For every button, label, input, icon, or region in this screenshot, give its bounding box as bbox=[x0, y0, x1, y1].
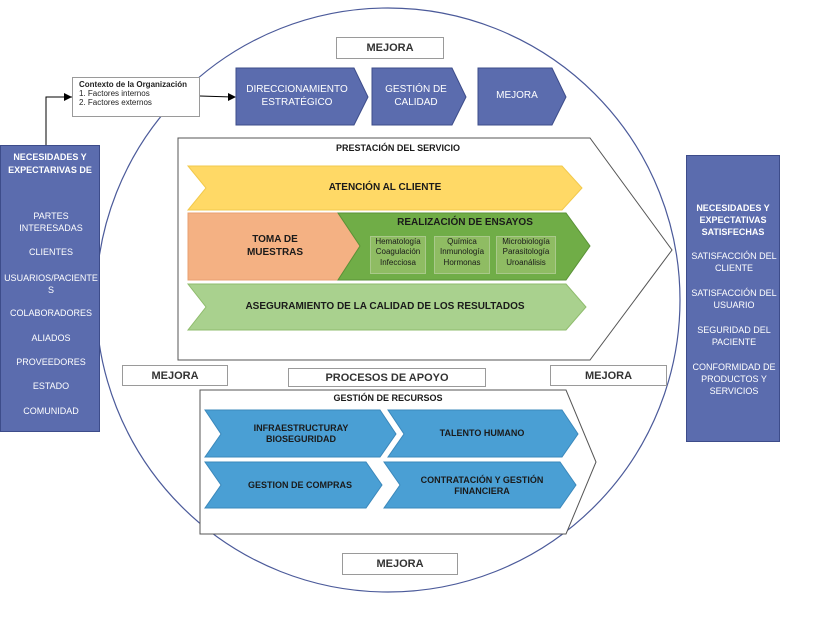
left-panel-title: NECESIDADES Y EXPECTARIVAS DE bbox=[8, 152, 92, 175]
left-item: USUARIOS/PACIENTES bbox=[4, 273, 98, 295]
service-title: PRESTACIÓN DEL SERVICIO bbox=[335, 143, 461, 154]
left-item: ALIADOS bbox=[31, 333, 71, 343]
process-direccionamiento: DIRECCIONAMIENTO ESTRATÉGICO bbox=[246, 84, 348, 108]
toma-label: TOMA DE MUESTRAS bbox=[246, 234, 304, 258]
support-chevron-4 bbox=[383, 461, 577, 509]
top-chevron-3 bbox=[477, 67, 567, 126]
ensayo-item: Hormonas bbox=[443, 257, 481, 267]
right-item: SATISFACCIÓN DEL CLIENTE bbox=[691, 251, 777, 273]
support-title: PROCESOS DE APOYO bbox=[288, 368, 486, 387]
ensayo-item: Hematología bbox=[375, 237, 421, 246]
ensayo-group-1: Hematología Coagulación Infecciosa bbox=[370, 236, 426, 274]
support-talento: TALENTO HUMANO bbox=[439, 428, 525, 439]
ensayo-group-2: Química Inmunología Hormonas bbox=[434, 236, 490, 274]
left-item: CLIENTES bbox=[28, 247, 73, 257]
connector-left-to-context bbox=[45, 96, 72, 145]
left-item: COLABORADORES bbox=[9, 308, 93, 318]
connector-context-to-process bbox=[199, 95, 233, 98]
support-subtitle: GESTIÓN DE RECURSOS bbox=[333, 393, 443, 404]
ensayo-item: Microbiología bbox=[502, 237, 550, 246]
top-chevron-1 bbox=[235, 67, 369, 126]
ensayo-item: Parasitología bbox=[502, 247, 550, 257]
right-panel-title: NECESIDADES Y EXPECTATIVAS SATISFECHAS bbox=[696, 203, 770, 237]
right-item: CONFORMIDAD DE PRODUCTOS Y SERVICIOS bbox=[692, 362, 776, 396]
left-item: PROVEEDORES bbox=[16, 357, 86, 367]
mejora-label-right: MEJORA bbox=[550, 365, 667, 386]
ensayo-item: Química bbox=[447, 237, 477, 246]
arrowhead-context bbox=[64, 93, 72, 101]
left-item: COMUNIDAD bbox=[23, 406, 79, 416]
right-item: SATISFACCIÓN DEL USUARIO bbox=[691, 288, 777, 310]
right-item: SEGURIDAD DEL PACIENTE bbox=[697, 325, 771, 347]
atencion-arrow bbox=[186, 165, 583, 211]
right-satisfaction-panel: NECESIDADES Y EXPECTATIVAS SATISFECHAS S… bbox=[686, 155, 780, 442]
ensayo-item: Uroanálisis bbox=[506, 257, 546, 267]
context-item: 1. Factores internos bbox=[79, 89, 150, 98]
support-contratacion: CONTRATACIÓN Y GESTIÓN FINANCIERA bbox=[420, 474, 544, 496]
atencion-label: ATENCIÓN AL CLIENTE bbox=[328, 181, 442, 193]
ensayo-item: Inmunología bbox=[439, 247, 485, 257]
context-item: 2. Factores externos bbox=[79, 98, 152, 107]
support-chevron-3 bbox=[204, 461, 383, 509]
mejora-label-left: MEJORA bbox=[122, 365, 228, 386]
left-item: ESTADO bbox=[32, 381, 70, 391]
support-compras: GESTION DE COMPRAS bbox=[247, 480, 352, 491]
left-item: PARTES INTERESADAS bbox=[19, 211, 83, 233]
left-stakeholder-panel: NECESIDADES Y EXPECTARIVAS DE PARTES INT… bbox=[0, 145, 100, 432]
process-gestion-calidad: GESTIÓN DE CALIDAD bbox=[385, 84, 447, 108]
mejora-label-bottom: MEJORA bbox=[342, 553, 458, 575]
process-mejora: MEJORA bbox=[496, 90, 538, 102]
context-title: Contexto de la Organización bbox=[79, 80, 188, 89]
support-chevron-2 bbox=[387, 409, 579, 458]
ensayo-item: Infecciosa bbox=[379, 257, 417, 267]
aseguramiento-arrow bbox=[186, 283, 587, 331]
support-chevron-1 bbox=[204, 409, 397, 458]
ensayo-group-3: Microbiología Parasitología Uroanálisis bbox=[496, 236, 556, 274]
top-chevron-2 bbox=[371, 67, 467, 126]
ensayo-item: Coagulación bbox=[375, 247, 421, 257]
context-box: Contexto de la Organización 1. Factores … bbox=[72, 77, 200, 117]
aseguramiento-label: ASEGURAMIENTO DE LA CALIDAD DE LOS RESUL… bbox=[245, 300, 525, 312]
mejora-label-top: MEJORA bbox=[336, 37, 444, 59]
support-infraestructura: INFRAESTRUCTURAY BIOSEGURIDAD bbox=[253, 422, 349, 444]
arrowhead-process bbox=[228, 93, 236, 101]
realizacion-label: REALIZACIÓN DE ENSAYOS bbox=[397, 216, 533, 228]
